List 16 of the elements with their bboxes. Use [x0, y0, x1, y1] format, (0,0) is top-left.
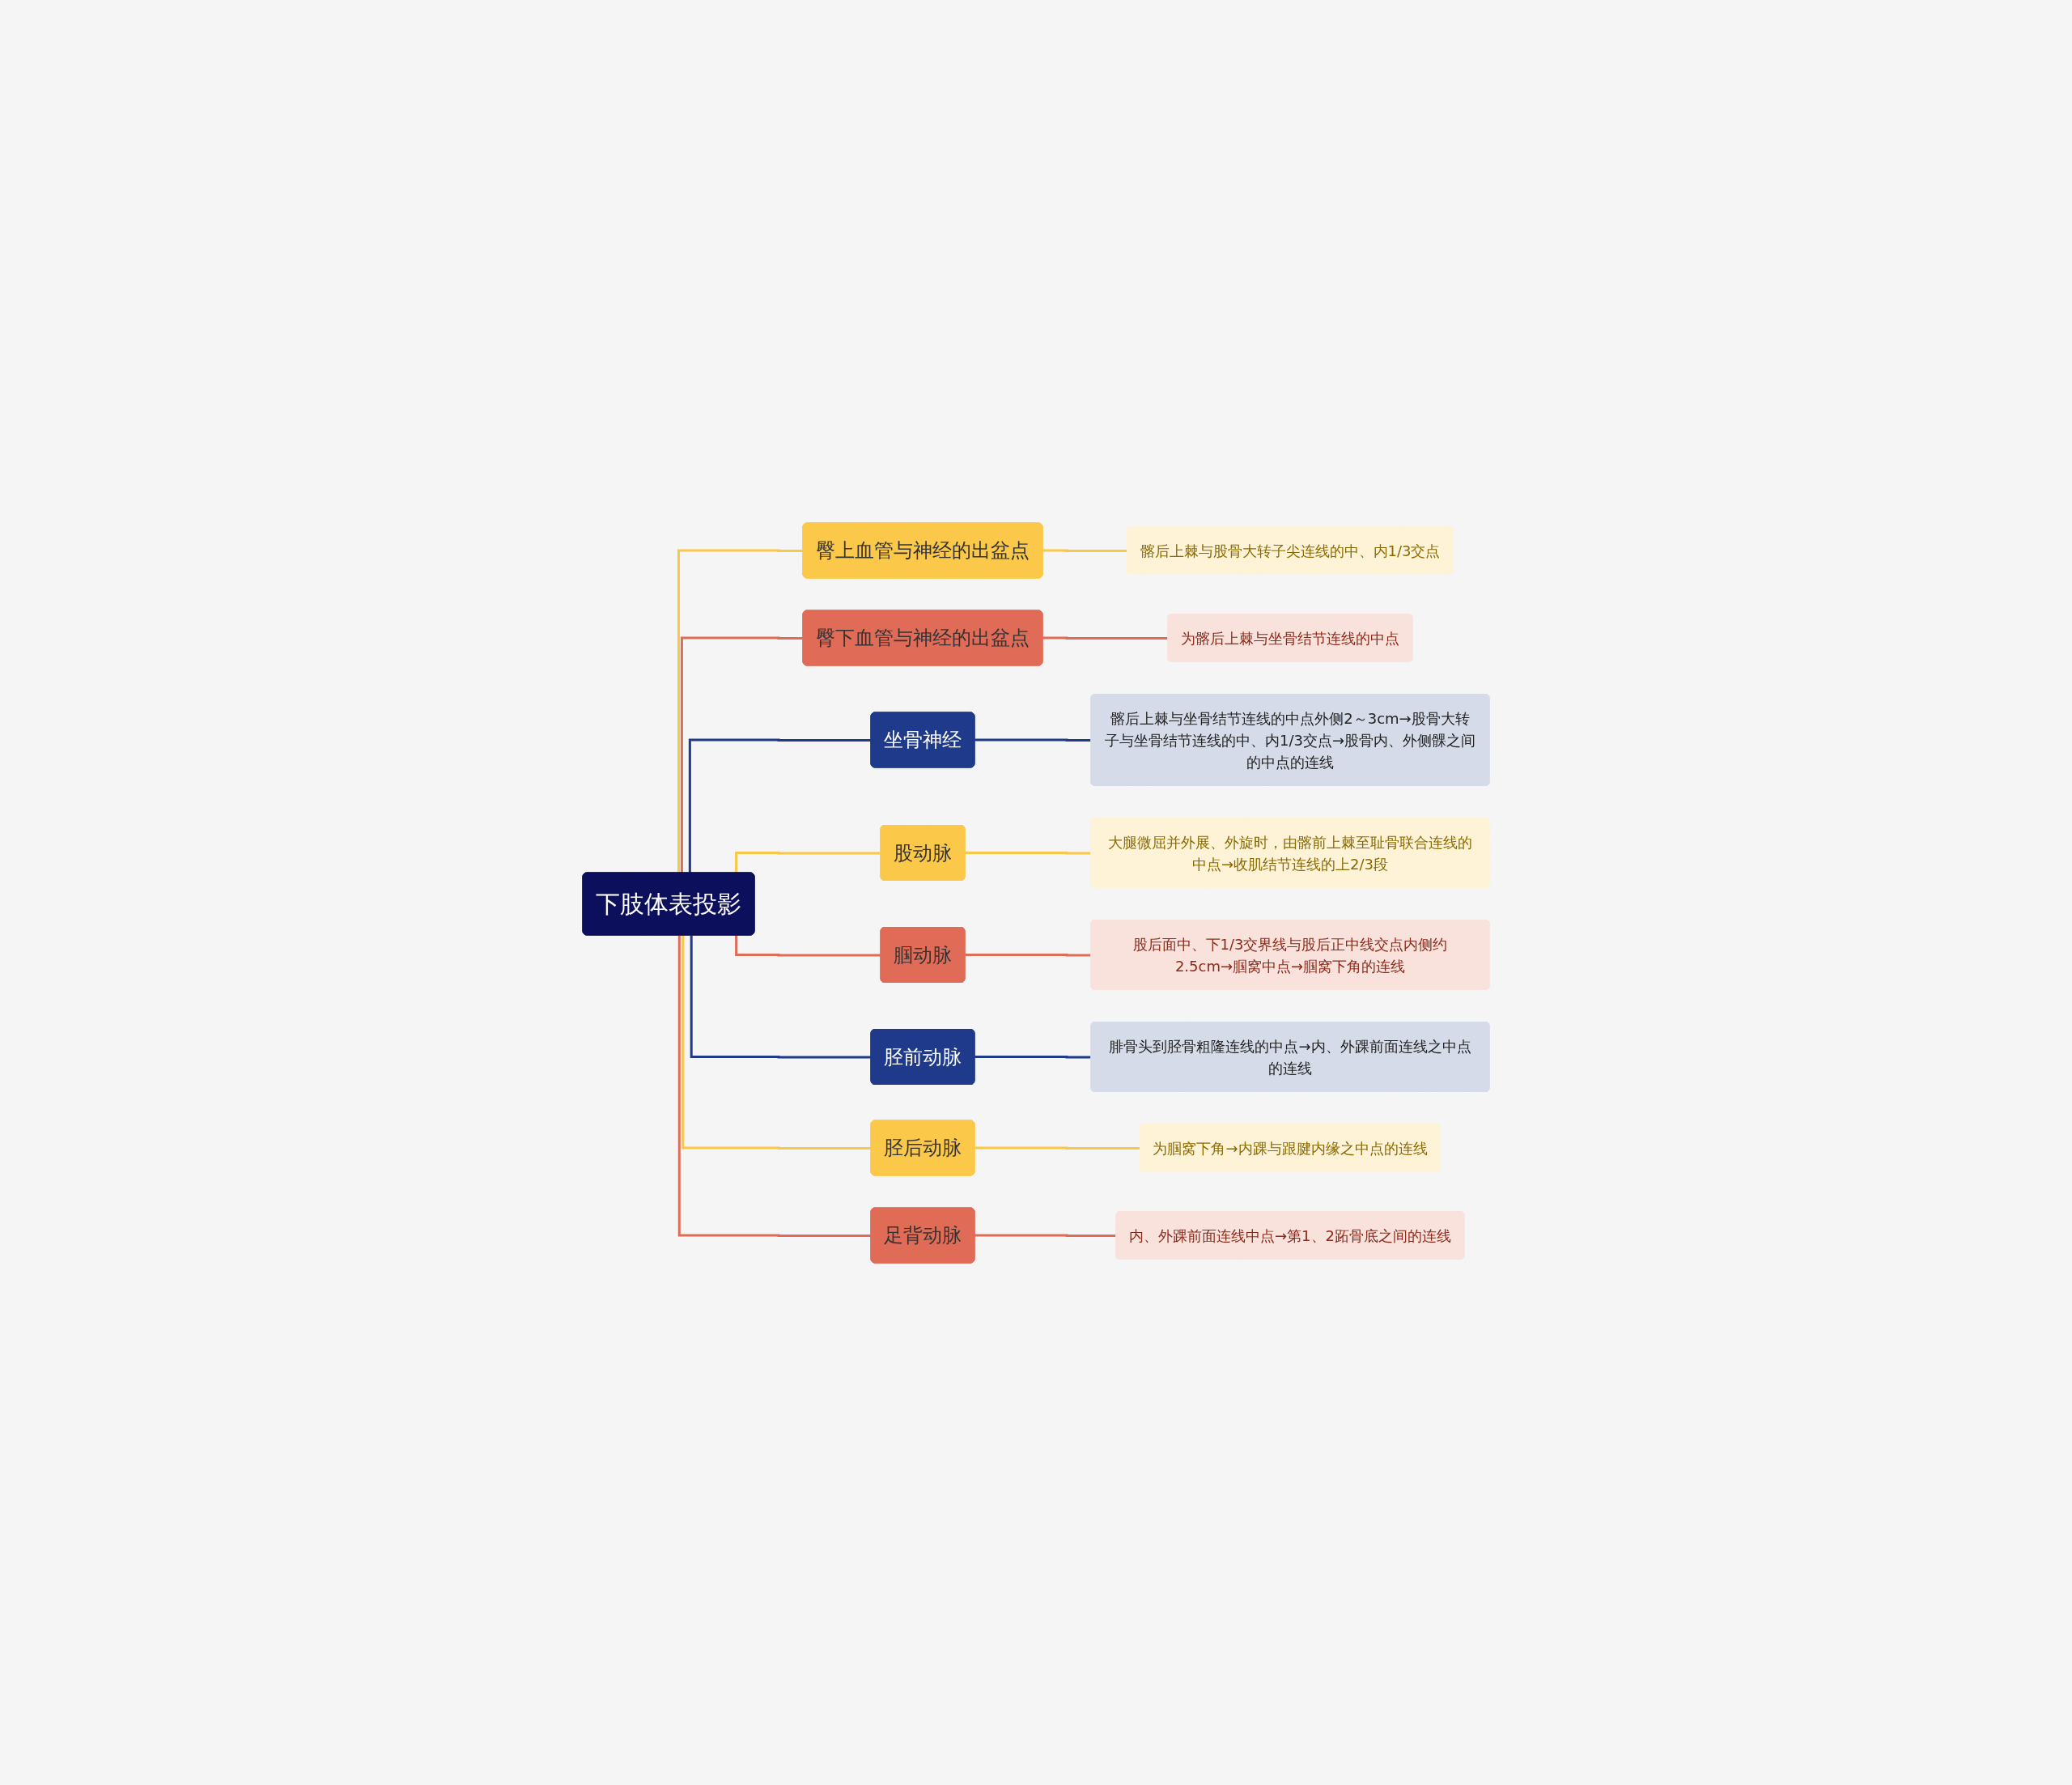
connector: [1042, 549, 1127, 552]
connector: [690, 935, 872, 1058]
connector: [974, 1234, 1117, 1237]
connector: [677, 935, 872, 1237]
connector: [735, 935, 881, 956]
connector: [964, 851, 1092, 854]
connector: [680, 636, 804, 873]
connector: [688, 738, 872, 873]
connector: [964, 953, 1092, 956]
connector: [974, 1055, 1092, 1058]
connector: [677, 549, 804, 873]
connector: [681, 935, 872, 1150]
connector: [1042, 636, 1169, 640]
connector: [974, 738, 1092, 742]
connector: [974, 1146, 1140, 1150]
connector: [735, 851, 881, 873]
